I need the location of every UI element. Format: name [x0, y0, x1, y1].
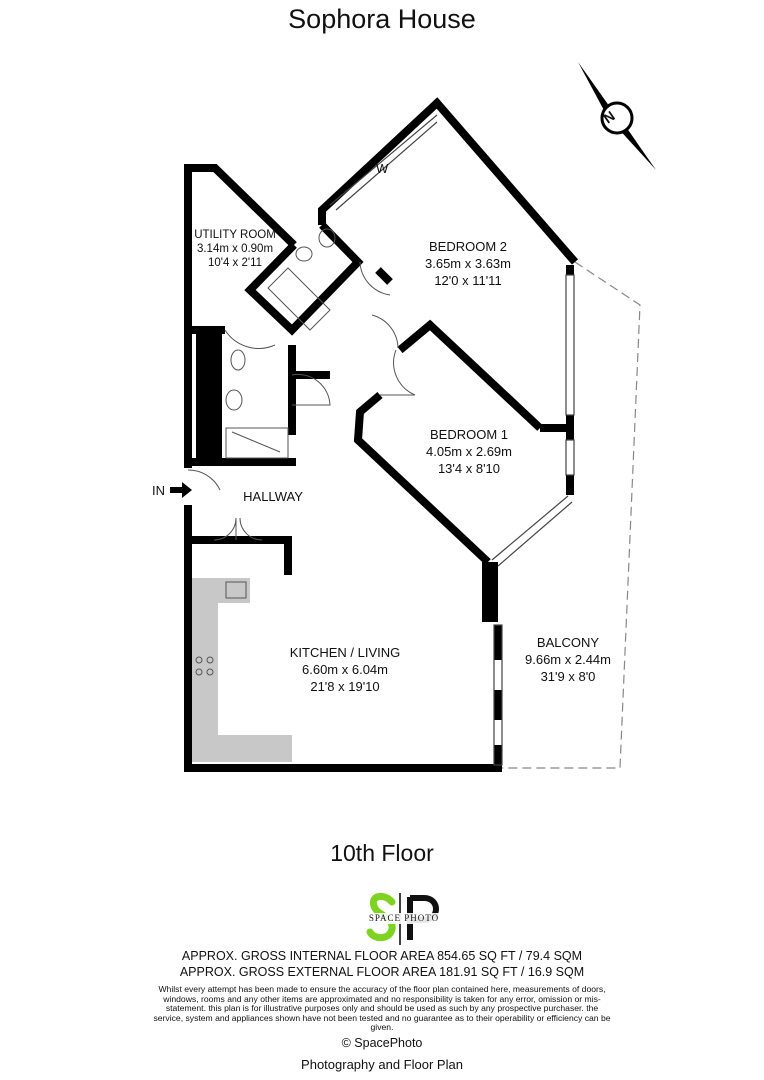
room-imperial: 10'4 x 2'11 [207, 257, 263, 269]
room-name: BEDROOM 1 [429, 427, 508, 442]
room-name: UTILITY ROOM [194, 229, 276, 241]
room-kitchen-living: KITCHEN / LIVING 6.60m x 6.04m 21'8 x 19… [290, 644, 401, 695]
tagline: Photography and Floor Plan [301, 1056, 463, 1072]
room-bedroom-1: BEDROOM 1 4.05m x 2.69m 13'4 x 8'10 [426, 426, 512, 477]
wall-block [482, 562, 498, 622]
internal-area: APPROX. GROSS INTERNAL FLOOR AREA 854.65… [181, 949, 583, 963]
floor-label: 10th Floor [330, 840, 434, 866]
room-metric: 6.60m x 6.04m [302, 662, 388, 677]
room-utility: UTILITY ROOM 3.14m x 0.90m 10'4 x 2'11 [194, 228, 276, 270]
footer: Whilst every attempt has been made to en… [0, 984, 764, 1072]
walls [184, 97, 579, 772]
room-metric: 3.65m x 3.63m [425, 256, 511, 271]
space-photo-logo [360, 893, 446, 945]
room-imperial: 31'9 x 8'0 [540, 669, 596, 684]
hob-icon [195, 656, 214, 676]
room-metric: 4.05m x 2.69m [426, 444, 512, 459]
disclaimer: Whilst every attempt has been made to en… [153, 984, 611, 1033]
property-title: Sophora House [288, 4, 476, 34]
room-name: HALLWAY [243, 489, 303, 504]
room-imperial: 21'8 x 19'10 [310, 679, 380, 694]
room-metric: 3.14m x 0.90m [196, 243, 274, 255]
room-metric: 9.66m x 2.44m [525, 652, 611, 667]
wall-block [196, 330, 222, 465]
room-hallway: HALLWAY [243, 488, 303, 505]
room-name: BALCONY [536, 635, 600, 650]
entrance-arrow-icon [170, 482, 192, 498]
kitchen-counter [192, 578, 292, 762]
copyright: © SpacePhoto [341, 1035, 423, 1050]
sink-icon [225, 581, 247, 599]
bathroom-fixtures [225, 228, 336, 459]
room-bedroom-2: BEDROOM 2 3.65m x 3.63m 12'0 x 11'11 [425, 238, 511, 289]
doors [187, 261, 416, 541]
north-compass-icon [578, 62, 656, 170]
room-balcony: BALCONY 9.66m x 2.44m 31'9 x 8'0 [525, 634, 611, 685]
logo-text: SPACE PHOTO [368, 913, 440, 923]
windows [329, 114, 575, 766]
entrance-label: IN [152, 483, 165, 498]
room-name: BEDROOM 2 [428, 239, 507, 254]
balcony-outline [498, 261, 641, 769]
room-imperial: 13'4 x 8'10 [437, 461, 501, 476]
room-name: KITCHEN / LIVING [289, 645, 401, 660]
wardrobe-label: W [376, 161, 389, 176]
room-imperial: 12'0 x 11'11 [434, 273, 502, 288]
external-area: APPROX. GROSS EXTERNAL FLOOR AREA 181.91… [179, 965, 585, 979]
